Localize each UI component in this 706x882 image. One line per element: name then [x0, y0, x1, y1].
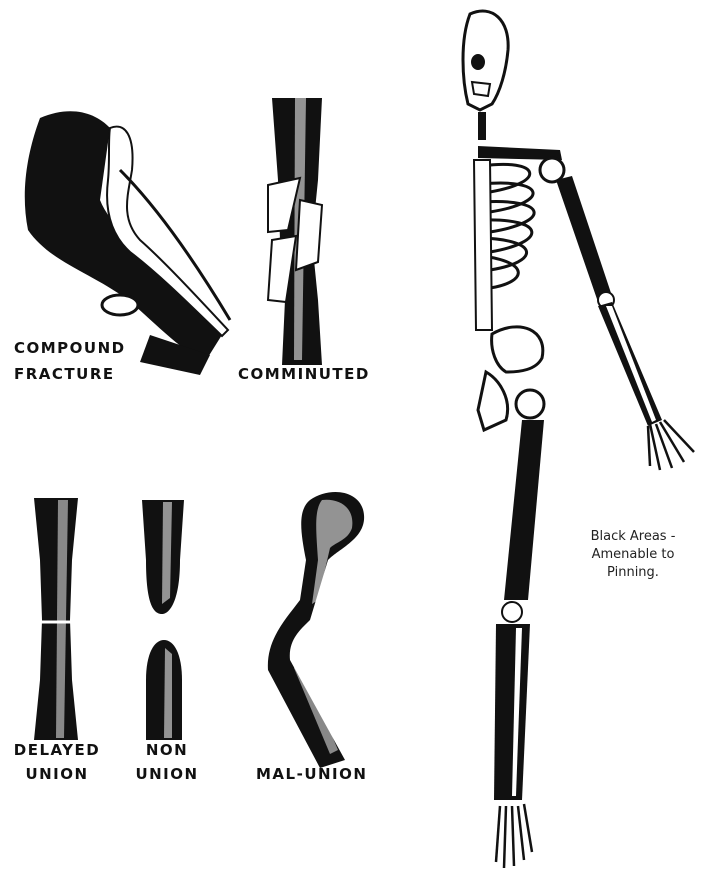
mal-union-figure — [268, 492, 364, 768]
label-non-line1: NON — [124, 742, 210, 759]
note-line1: Black Areas - — [568, 528, 698, 546]
label-delayed-line2: UNION — [12, 766, 102, 783]
note-line2: Amenable to — [568, 546, 698, 564]
label-compound-line1: COMPOUND — [14, 340, 126, 357]
label-non-line2: UNION — [124, 766, 210, 783]
label-delayed-line1: DELAYED — [12, 742, 102, 759]
label-compound-line2: FRACTURE — [14, 366, 115, 383]
note-line3: Pinning. — [568, 564, 698, 582]
compound-fracture-figure — [25, 111, 230, 375]
label-comminuted: COMMINUTED — [238, 366, 370, 383]
label-mal-union: MAL-UNION — [256, 766, 367, 783]
skeleton-figure — [463, 11, 694, 868]
delayed-union-figure — [34, 498, 78, 740]
non-union-figure — [142, 500, 184, 740]
note-text: Black Areas - Amenable to Pinning. — [568, 528, 698, 582]
comminuted-figure — [268, 98, 322, 365]
